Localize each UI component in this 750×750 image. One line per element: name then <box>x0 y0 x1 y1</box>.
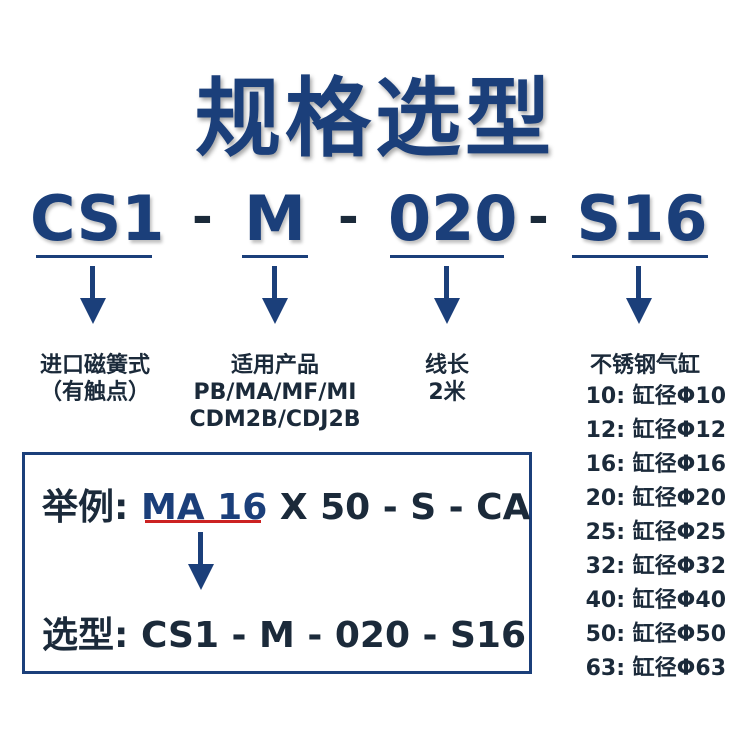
code-part-cable: 020 <box>388 182 518 255</box>
desc-series: 进口磁簧式 （有触点） <box>10 352 180 406</box>
desc-product-line: 适用产品 <box>230 353 319 378</box>
size-item: 50: 缸径Φ50 <box>585 622 726 647</box>
example-model-rest: X 50 - S - CA <box>267 487 531 528</box>
size-item: 12: 缸径Φ12 <box>585 418 726 443</box>
underline-cable <box>390 255 504 258</box>
size-item: 40: 缸径Φ40 <box>585 588 726 613</box>
size-item: 32: 缸径Φ32 <box>585 554 726 579</box>
desc-cable-line: 线长 <box>424 353 469 378</box>
size-item: 63: 缸径Φ63 <box>585 656 726 681</box>
desc-series-line: 进口磁簧式 <box>39 353 150 378</box>
arrow-down-icon <box>262 266 288 324</box>
code-part-size: S16 <box>576 182 708 255</box>
code-dash-1: - <box>192 188 213 246</box>
underline-product <box>242 255 308 258</box>
size-item: 20: 缸径Φ20 <box>585 486 726 511</box>
desc-cable-line: 2米 <box>428 380 466 405</box>
code-part-product: M <box>244 182 306 255</box>
selection-label: 选型: <box>42 615 129 656</box>
arrow-down-icon <box>80 266 106 324</box>
arrow-down-icon <box>626 266 652 324</box>
arrow-down-icon <box>188 532 214 590</box>
code-dash-3: - <box>528 188 549 246</box>
highlight-underline <box>145 520 261 523</box>
underline-size <box>572 255 708 258</box>
example-line: 举例: MA 16 X 50 - S - CA <box>42 478 530 530</box>
example-label: 举例: <box>42 487 129 528</box>
desc-size: 不锈钢气缸 <box>560 352 730 379</box>
desc-size-line: 不锈钢气缸 <box>589 353 700 378</box>
page-title: 规格选型 <box>195 69 555 169</box>
desc-series-line: （有触点） <box>39 380 150 405</box>
desc-cable: 线长 2米 <box>400 352 494 406</box>
underline-series <box>36 255 152 258</box>
code-part-series: CS1 <box>30 182 165 255</box>
example-box <box>22 452 532 674</box>
desc-product-line: CDM2B/CDJ2B <box>189 407 361 432</box>
size-list: 10: 缸径Φ10 12: 缸径Φ12 16: 缸径Φ16 20: 缸径Φ20 … <box>540 380 726 686</box>
size-item: 25: 缸径Φ25 <box>585 520 726 545</box>
desc-product-line: PB/MA/MF/MI <box>193 380 357 405</box>
arrow-down-icon <box>434 266 460 324</box>
desc-product: 适用产品 PB/MA/MF/MI CDM2B/CDJ2B <box>165 352 385 433</box>
code-dash-2: - <box>338 188 359 246</box>
size-item: 10: 缸径Φ10 <box>585 384 726 409</box>
selection-line: 选型: CS1 - M - 020 - S16 <box>42 606 526 658</box>
size-item: 16: 缸径Φ16 <box>585 452 726 477</box>
selection-value: CS1 - M - 020 - S16 <box>128 615 527 656</box>
